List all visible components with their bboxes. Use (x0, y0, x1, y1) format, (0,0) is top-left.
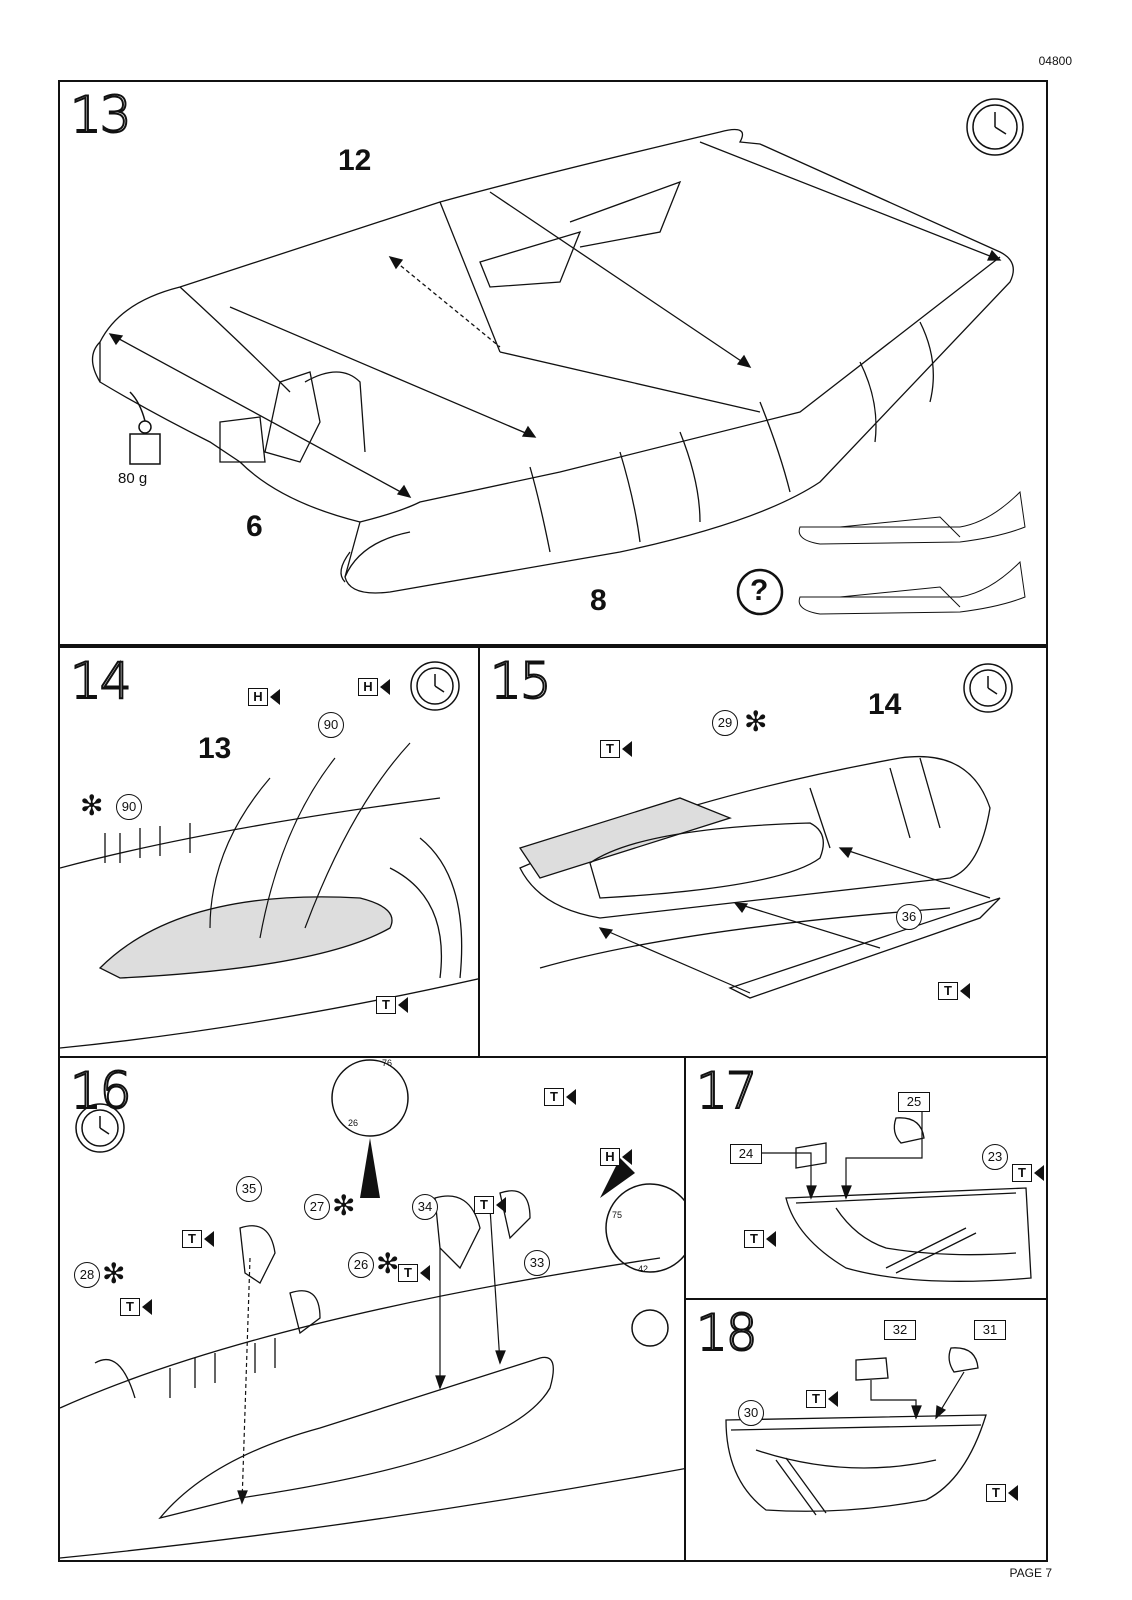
step-16-drawing (60, 1059, 684, 1559)
step-16-panel: 16 35 27 ✻ 34 33 28 ✻ 26 ✻ 76 26 75 42 T… (58, 1056, 686, 1562)
part-30-callout: 30 (738, 1400, 764, 1426)
step-18-panel: 18 32 31 30 T T (684, 1298, 1048, 1562)
weight-label: 80 g (118, 470, 148, 487)
part-8-label: 8 (590, 584, 607, 617)
part-34-callout: 34 (412, 1194, 438, 1220)
part-26-callout: 26 (348, 1252, 374, 1278)
t-flag-right: T (1012, 1164, 1044, 1182)
document-code: 04800 (1038, 54, 1072, 68)
h-flag-right: H (358, 678, 390, 696)
step-14-drawing (60, 661, 478, 1049)
part-32-box: 32 (884, 1320, 916, 1340)
part-35-callout: 35 (236, 1176, 262, 1202)
optional-star-icon: ✻ (744, 706, 768, 737)
part-24-box: 24 (730, 1144, 762, 1164)
part-23-callout: 23 (982, 1144, 1008, 1170)
part-6-label: 6 (246, 510, 263, 543)
h-flag-detail: H (600, 1148, 632, 1166)
step-17-drawing (761, 1108, 1032, 1282)
t-flag-top: T (806, 1390, 838, 1408)
t-flag-right: T (986, 1484, 1018, 1502)
step-13-drawing (91, 98, 1026, 616)
part-25-box: 25 (898, 1092, 930, 1112)
part-33-callout: 33 (524, 1250, 550, 1276)
step-15-number: 15 (489, 652, 553, 710)
help-question-icon: ? (750, 574, 769, 607)
t-flag-left: T (744, 1230, 776, 1248)
optional-star-icon: ✻ (80, 790, 104, 821)
step-16-number: 16 (69, 1062, 133, 1120)
part-27-callout: 27 (304, 1194, 330, 1220)
t-flag-28: T (120, 1298, 152, 1316)
detail-42-label: 42 (638, 1264, 649, 1274)
detail-75-label: 75 (612, 1210, 623, 1220)
part-36-callout: 36 (896, 904, 922, 930)
t-flag-26: T (398, 1264, 430, 1282)
part-12-label: 12 (338, 144, 372, 177)
part-31-box: 31 (974, 1320, 1006, 1340)
step-13-number: 13 (69, 86, 133, 144)
optional-star-icon: ✻ (376, 1248, 400, 1279)
h-flag-left: H (248, 688, 280, 706)
t-flag-top: T (600, 740, 632, 758)
step-17-number: 17 (695, 1062, 759, 1120)
step-15-panel: 15 14 29 ✻ 36 T T (478, 646, 1048, 1058)
part-13-label: 13 (198, 732, 232, 765)
optional-star-icon: ✻ (332, 1190, 356, 1221)
part-90-callout: 90 (318, 712, 344, 738)
t-flag: T (376, 996, 408, 1014)
step-18-drawing (725, 1347, 987, 1516)
step-13-panel: 13 12 6 8 80 g ? (58, 80, 1048, 646)
t-flag-34: T (474, 1196, 506, 1214)
part-28-callout: 28 (74, 1262, 100, 1288)
detail-26-label: 26 (348, 1118, 359, 1128)
t-flag-bottom: T (938, 982, 970, 1000)
detail-76-label: 76 (382, 1058, 393, 1068)
page-number: PAGE 7 (1009, 1566, 1052, 1580)
t-flag-detail: T (544, 1088, 576, 1106)
step-14-number: 14 (69, 652, 133, 710)
optional-star-icon: ✻ (102, 1258, 126, 1289)
part-14-label: 14 (868, 688, 902, 721)
step-18-number: 18 (695, 1304, 759, 1362)
t-flag-35: T (182, 1230, 214, 1248)
part-29-callout: 29 (712, 710, 738, 736)
step-14-panel: 14 13 90 90 ✻ H H T (58, 646, 480, 1058)
step-17-panel: 17 25 24 23 T T (684, 1056, 1048, 1300)
part-90-callout-left: 90 (116, 794, 142, 820)
